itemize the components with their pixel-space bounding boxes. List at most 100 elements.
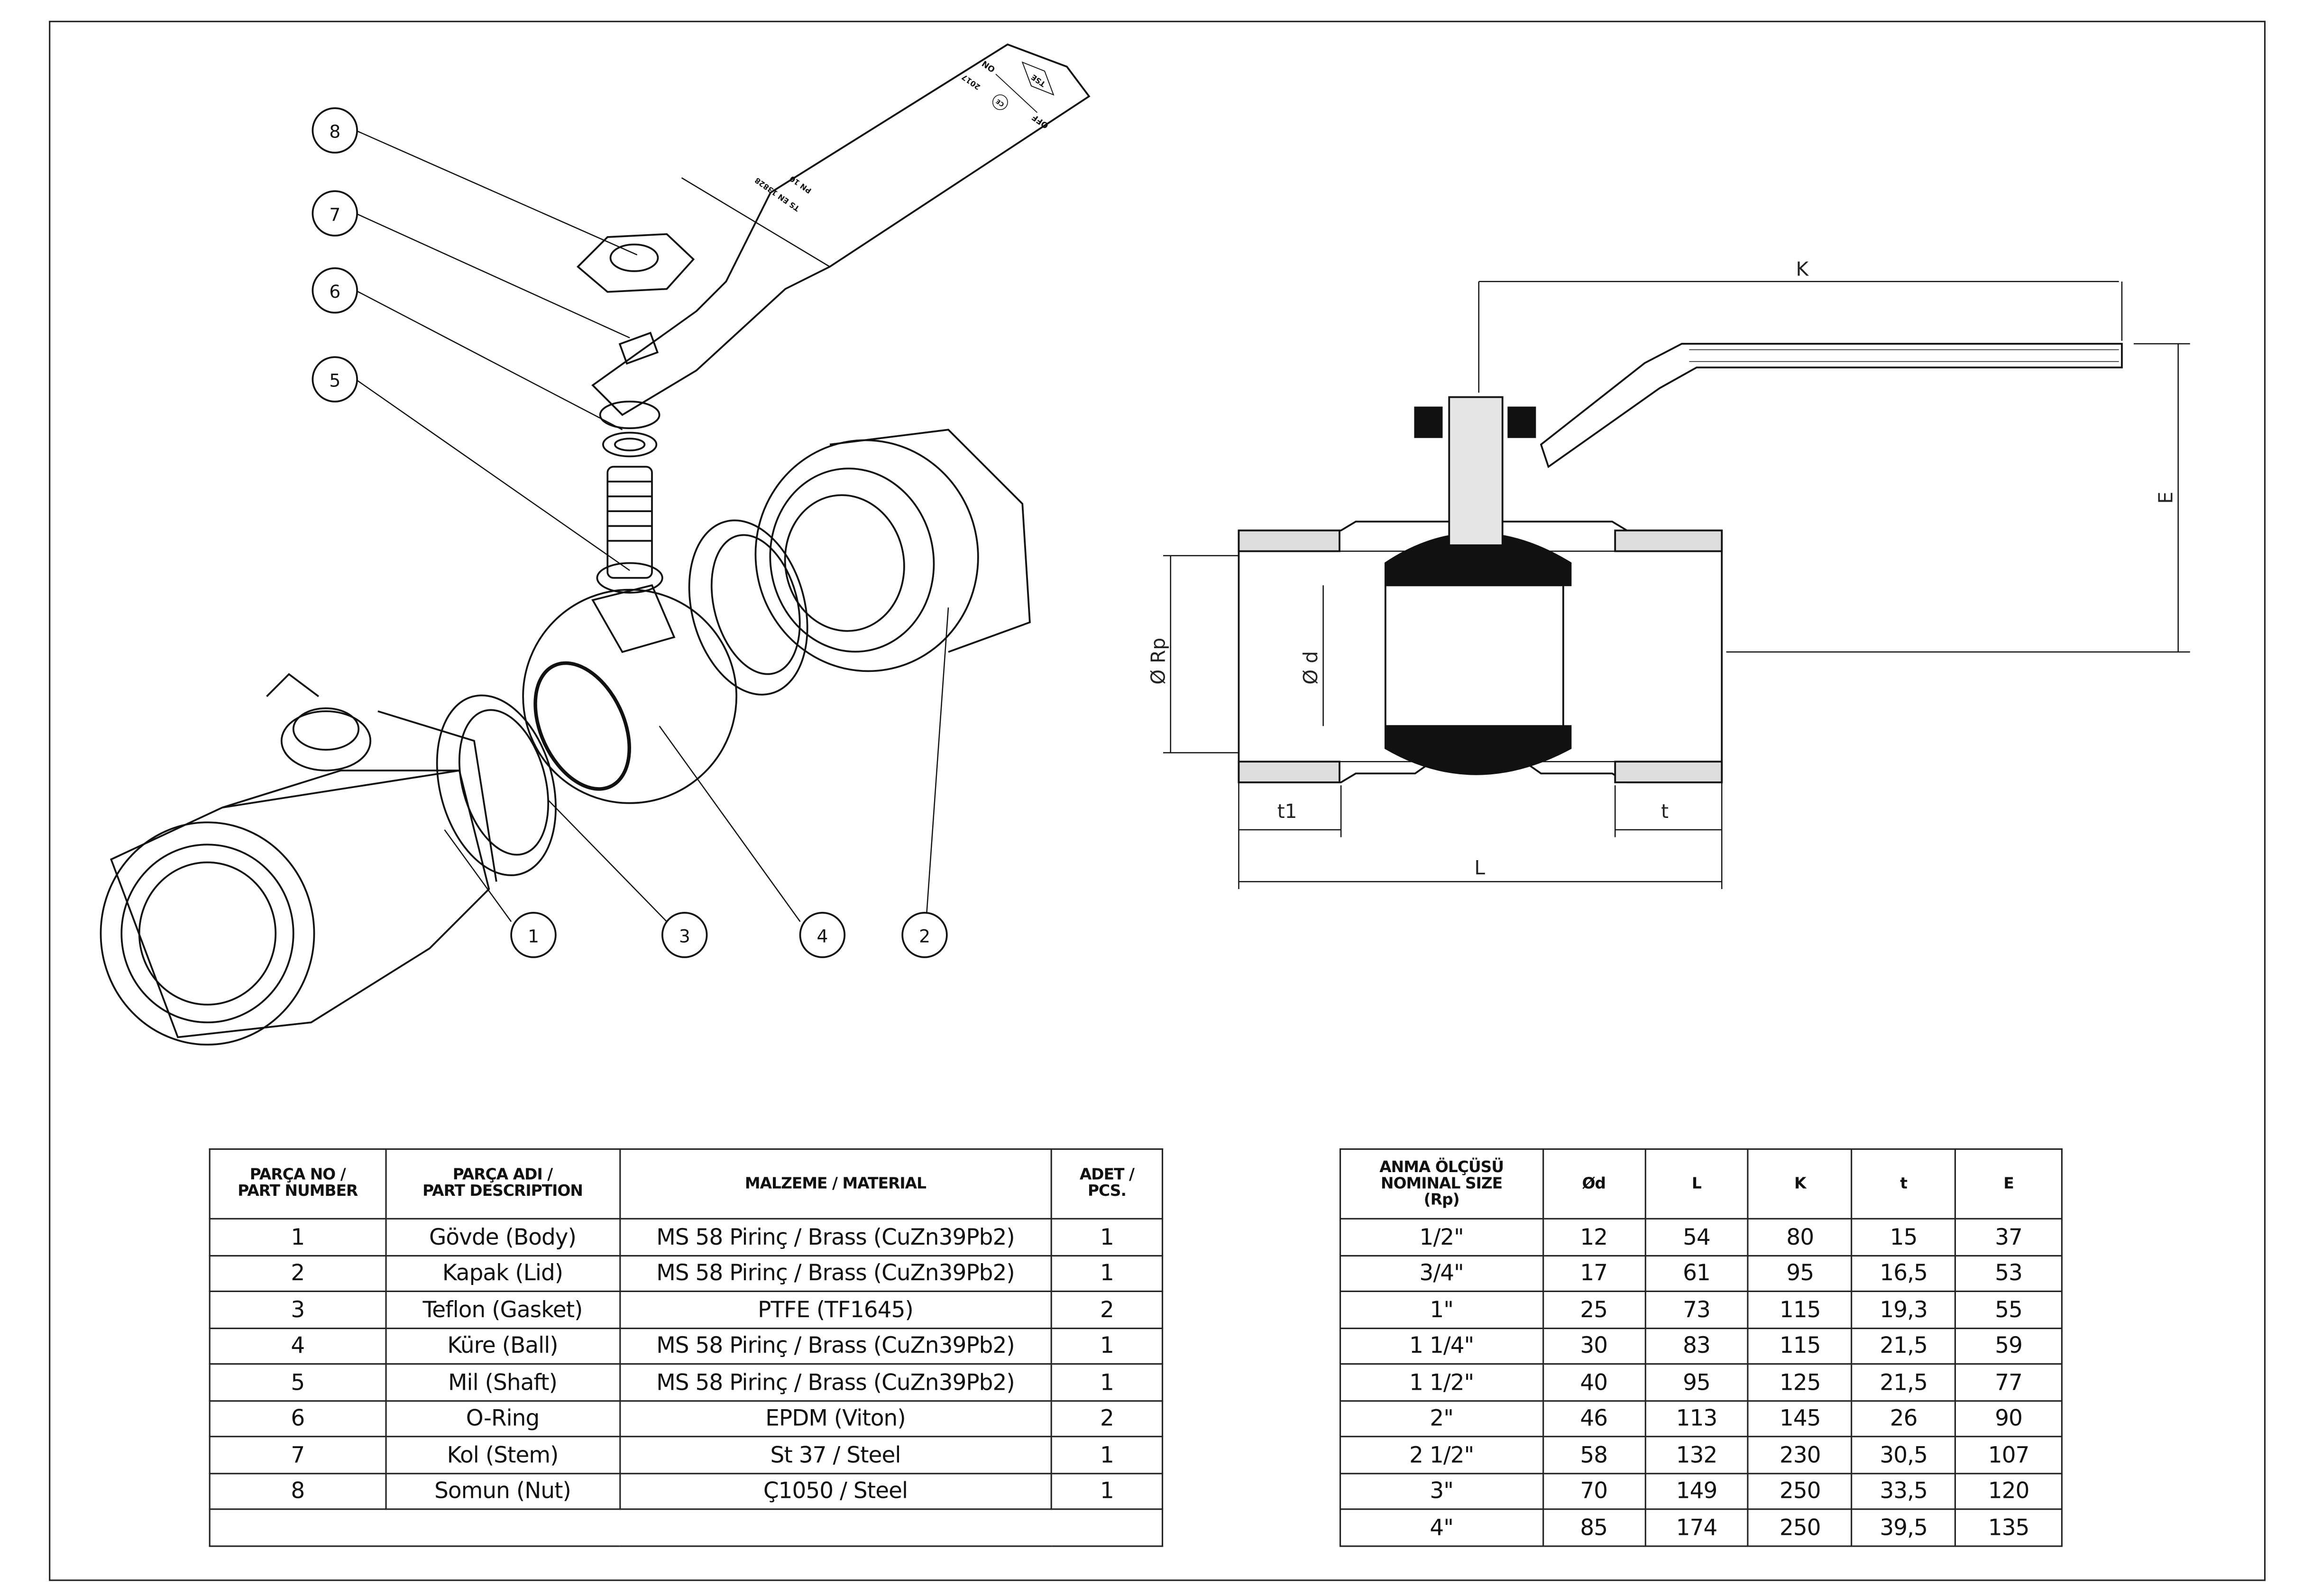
- section-view: [1238, 343, 2123, 783]
- table-cell: 90: [1954, 1399, 2063, 1438]
- table-cell: 1: [1050, 1218, 1164, 1256]
- table-cell: 95: [1644, 1363, 1749, 1401]
- table-cell: Ç1050 / Steel: [618, 1472, 1052, 1510]
- table-cell: 40: [1542, 1363, 1646, 1401]
- lid-drawing: [754, 429, 1031, 672]
- table-cell: Küre (Ball): [385, 1327, 621, 1365]
- table-cell: 53: [1954, 1254, 2063, 1292]
- table-cell: 77: [1954, 1363, 2063, 1401]
- parts-table: PARÇA NO /PART NUMBER PARÇA ADI /PART DE…: [209, 1148, 1164, 1546]
- table-cell: 55: [1954, 1290, 2063, 1329]
- header-t: t: [1851, 1148, 1956, 1220]
- svg-text:5: 5: [329, 370, 340, 391]
- table-cell: PTFE (TF1645): [618, 1290, 1052, 1329]
- dim-label-t1: t1: [1277, 800, 1297, 823]
- table-cell: 17: [1542, 1254, 1646, 1292]
- table-cell: 70: [1542, 1472, 1646, 1510]
- table-cell: 26: [1851, 1399, 1956, 1438]
- table-cell: 149: [1644, 1472, 1749, 1510]
- table-cell: 7: [209, 1436, 387, 1474]
- table-cell: Kol (Stem): [385, 1436, 621, 1474]
- dim-label-k: K: [1796, 257, 1809, 280]
- table-cell: 61: [1644, 1254, 1749, 1292]
- header-k: K: [1747, 1148, 1853, 1220]
- table-cell: 2: [1050, 1290, 1164, 1329]
- callout-8: 8: [312, 107, 358, 154]
- table-cell: 2": [1339, 1399, 1544, 1438]
- handle-markings: TS EN 13828 PN 10 2017 ON OFF CE TSE: [753, 58, 1055, 213]
- table-cell: 33,5: [1851, 1472, 1956, 1510]
- table-cell: 1 1/2": [1339, 1363, 1544, 1401]
- table-cell: 21,5: [1851, 1363, 1956, 1401]
- table-cell: 4: [209, 1327, 387, 1365]
- table-cell: 1: [1050, 1436, 1164, 1474]
- table-cell: 2: [209, 1254, 387, 1292]
- table-cell: 113: [1644, 1399, 1749, 1438]
- table-cell: 1: [1050, 1254, 1164, 1292]
- table-cell: 120: [1954, 1472, 2063, 1510]
- svg-text:3: 3: [679, 926, 690, 947]
- table-cell: EPDM (Viton): [618, 1399, 1052, 1438]
- table-cell: 8: [209, 1472, 387, 1510]
- table-cell: 25: [1542, 1290, 1646, 1329]
- table-cell: 85: [1542, 1508, 1646, 1546]
- table-cell: 59: [1954, 1327, 2063, 1365]
- table-cell: 1/2": [1339, 1218, 1544, 1256]
- table-cell: 125: [1747, 1363, 1853, 1401]
- svg-text:2: 2: [919, 926, 930, 947]
- table-cell: 4": [1339, 1508, 1544, 1546]
- table-cell: 3": [1339, 1472, 1544, 1510]
- callout-1: 1: [510, 912, 557, 958]
- header-part-description: PARÇA ADI /PART DESCRIPTION: [385, 1148, 621, 1220]
- header-part-number: PARÇA NO /PART NUMBER: [209, 1148, 387, 1220]
- table-cell: 73: [1644, 1290, 1749, 1329]
- table-cell: Teflon (Gasket): [385, 1290, 621, 1329]
- dim-label-t: t: [1661, 800, 1669, 823]
- table-cell: 230: [1747, 1436, 1853, 1474]
- table-cell: 115: [1747, 1327, 1853, 1365]
- pressure-marking: PN 10: [788, 174, 813, 195]
- table-cell: 3/4": [1339, 1254, 1544, 1292]
- stem-assembly-drawing: [576, 43, 1091, 594]
- gasket-right-drawing: [688, 519, 808, 696]
- table-cell: 83: [1644, 1327, 1749, 1365]
- table-cell: 12: [1542, 1218, 1646, 1256]
- table-cell: 145: [1747, 1399, 1853, 1438]
- table-cell: 30: [1542, 1327, 1646, 1365]
- gasket-drawing: [436, 694, 557, 876]
- dim-label-d: Ø d: [1299, 651, 1322, 685]
- header-material: MALZEME / MATERIAL: [618, 1148, 1052, 1220]
- table-cell: O-Ring: [385, 1399, 621, 1438]
- table-cell: 54: [1644, 1218, 1749, 1256]
- header-l: L: [1644, 1148, 1749, 1220]
- table-cell: 80: [1747, 1218, 1853, 1256]
- table-cell: 6: [209, 1399, 387, 1438]
- dim-label-rp: Ø Rp: [1147, 638, 1169, 685]
- parts-table-header: PARÇA NO /PART NUMBER PARÇA ADI /PART DE…: [209, 1148, 1164, 1220]
- table-cell: 3: [209, 1290, 387, 1329]
- callouts: 1 2 3 4 5 6 7 8: [312, 107, 948, 958]
- callout-6: 6: [312, 267, 358, 314]
- table-cell: 1: [1050, 1472, 1164, 1510]
- callout-4: 4: [799, 912, 846, 958]
- ball-drawing: [522, 584, 737, 804]
- dimension-lines: [1163, 281, 2190, 889]
- table-cell: 1: [1050, 1363, 1164, 1401]
- callout-2: 2: [901, 912, 948, 958]
- table-cell: 135: [1954, 1508, 2063, 1546]
- header-e: E: [1954, 1148, 2063, 1220]
- ce-mark-icon: [992, 94, 1008, 110]
